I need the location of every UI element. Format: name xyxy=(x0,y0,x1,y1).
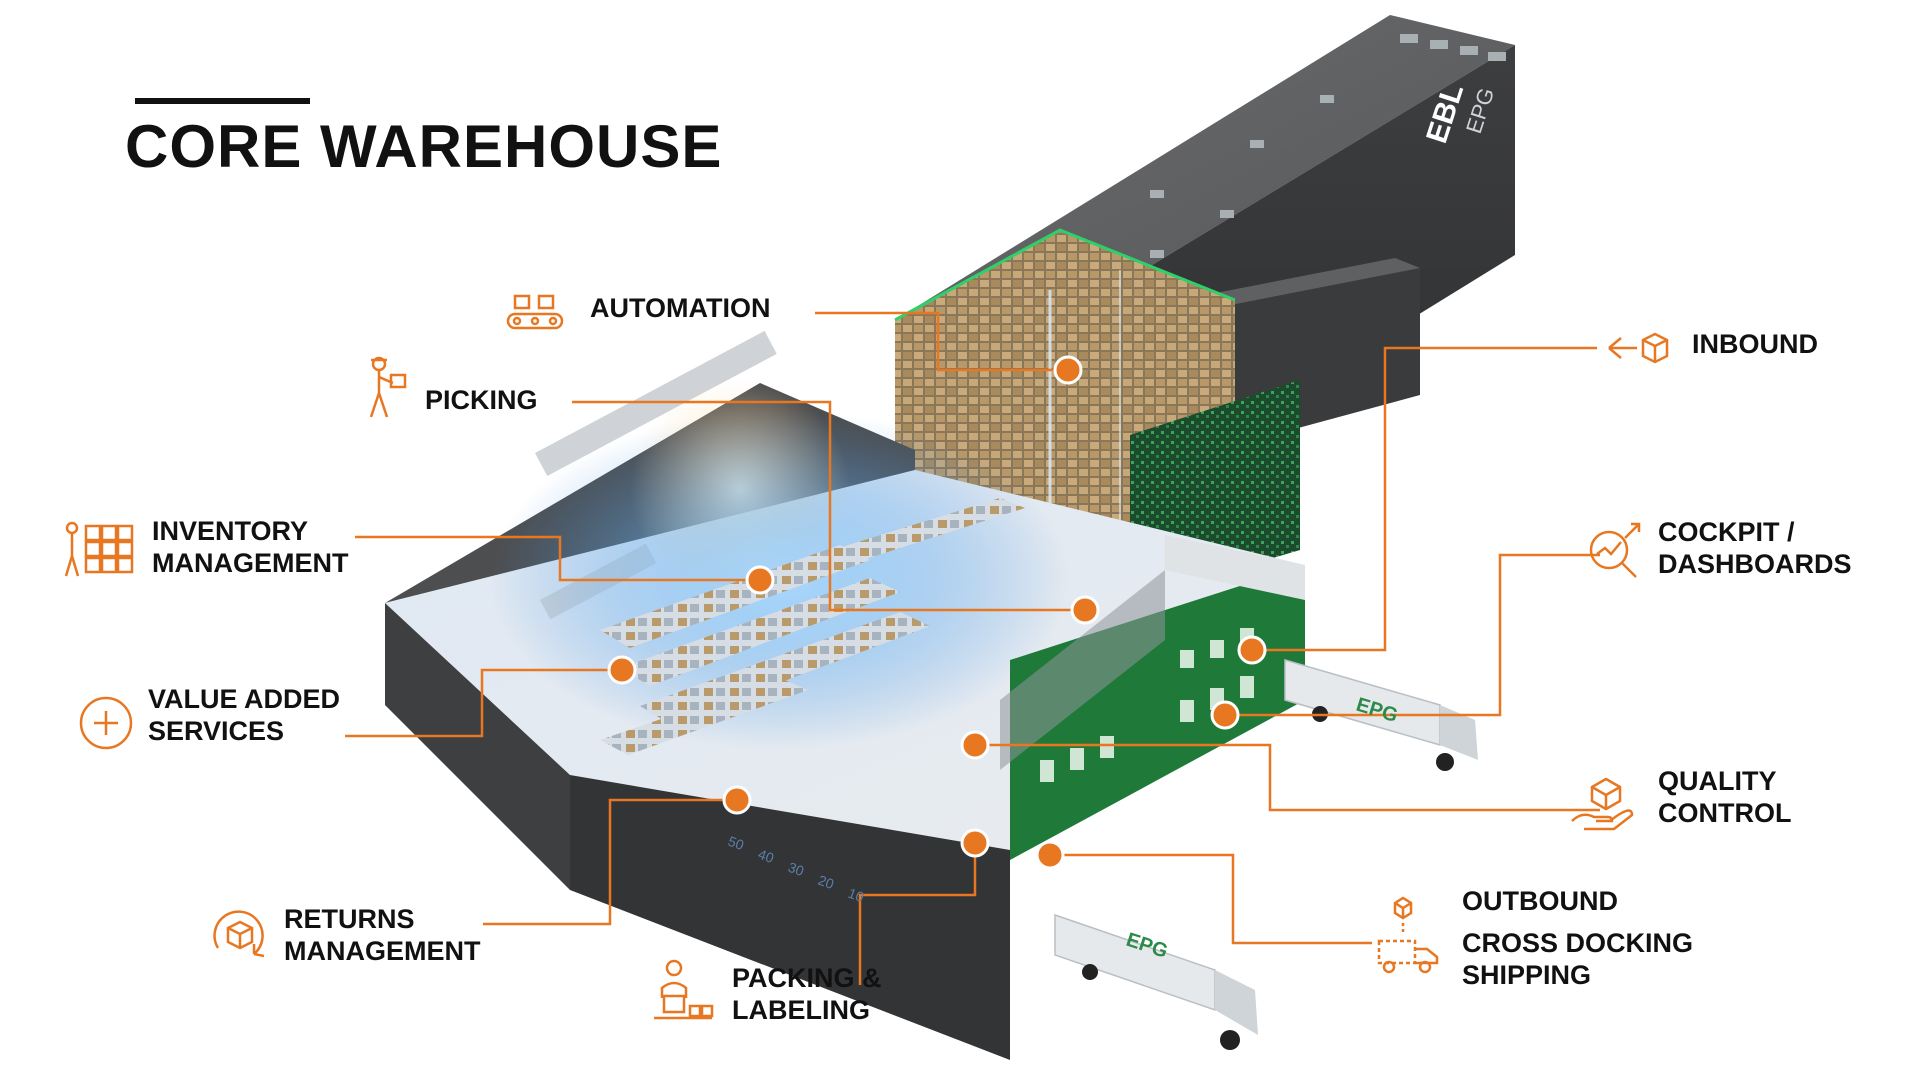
hotspot-vas[interactable] xyxy=(607,655,637,685)
hotspot-returns[interactable] xyxy=(722,785,752,815)
hotspot-quality[interactable] xyxy=(960,730,990,760)
callout-cockpit: COCKPIT / DASHBOARDS xyxy=(1658,517,1852,579)
glass-atrium xyxy=(1000,570,1165,770)
plus-circle-icon xyxy=(78,695,134,751)
callout-automation: AUTOMATION xyxy=(590,293,771,323)
hotspot-picking[interactable] xyxy=(1070,595,1100,625)
hand-box-icon xyxy=(1570,775,1638,833)
conveyor-icon xyxy=(505,292,567,334)
page-title: CORE WAREHOUSE xyxy=(125,113,723,180)
hotspot-packing[interactable] xyxy=(960,828,990,858)
connector-packing xyxy=(858,843,977,985)
hotspot-cockpit[interactable] xyxy=(1210,700,1240,730)
svg-text:20: 20 xyxy=(816,872,836,892)
callout-inventory: INVENTORY MANAGEMENT xyxy=(152,516,349,578)
shelving-worker-icon xyxy=(62,520,134,578)
callout-vas: VALUE ADDED SERVICES xyxy=(148,684,341,746)
connector-inbound xyxy=(1252,346,1597,652)
connector-picking xyxy=(572,400,1085,612)
callout-returns: RETURNS MANAGEMENT xyxy=(284,904,481,966)
floor-numbers: 50 40 30 20 10 xyxy=(726,833,866,905)
packing-worker-icon xyxy=(652,958,714,1026)
inbound-arrow-box-icon xyxy=(1605,326,1671,370)
left-wall xyxy=(385,603,570,890)
hotspot-outbound[interactable] xyxy=(1035,840,1065,870)
callout-quality: QUALITY CONTROL xyxy=(1658,766,1792,828)
svg-text:40: 40 xyxy=(756,846,776,866)
callout-outbound: OUTBOUND CROSS DOCKING SHIPPING xyxy=(1462,886,1694,990)
connector-vas xyxy=(345,668,622,738)
analytics-magnifier-icon xyxy=(1585,520,1645,580)
picker-worker-icon xyxy=(357,355,411,421)
hotspot-inbound[interactable] xyxy=(1237,635,1267,665)
svg-text:50: 50 xyxy=(726,833,746,853)
callout-packing: PACKING & LABELING xyxy=(732,963,882,1025)
front-wall xyxy=(570,775,1010,1060)
connector-quality xyxy=(975,743,1600,812)
svg-text:10: 10 xyxy=(846,885,866,905)
connector-lines xyxy=(345,311,1600,985)
truck-right xyxy=(1284,659,1478,771)
hotspot-inventory[interactable] xyxy=(745,565,775,595)
hotspots xyxy=(607,355,1267,870)
delivery-truck-icon xyxy=(1375,895,1441,979)
hotspot-automation[interactable] xyxy=(1053,355,1083,385)
connector-automation xyxy=(815,311,1068,372)
svg-text:30: 30 xyxy=(786,859,806,879)
connector-inventory xyxy=(355,535,760,582)
connector-returns xyxy=(483,798,737,926)
callout-picking: PICKING xyxy=(425,385,538,415)
connector-cockpit xyxy=(1225,553,1600,717)
truck-bottom xyxy=(1054,913,1258,1050)
title-accent-bar xyxy=(135,98,310,104)
return-box-icon xyxy=(208,908,272,962)
connector-outbound xyxy=(1050,853,1372,945)
callout-inbound: INBOUND xyxy=(1692,329,1818,359)
